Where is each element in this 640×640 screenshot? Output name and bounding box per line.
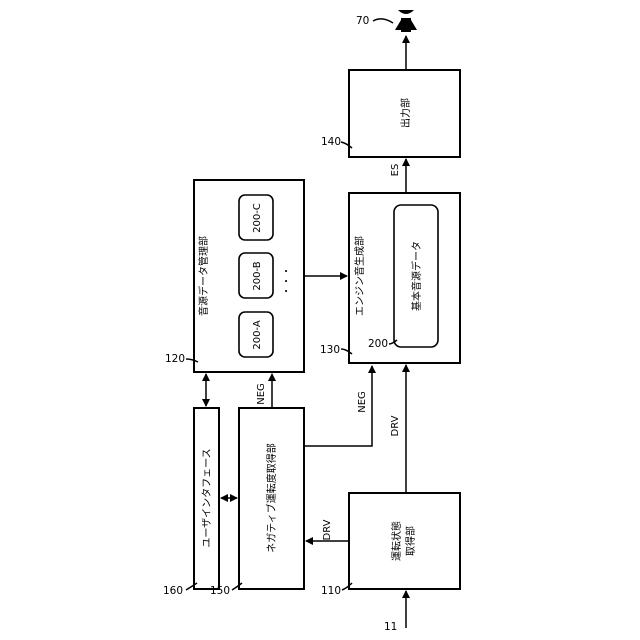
engine-sound-generator-ref: 130 <box>320 344 340 356</box>
sound-data-manager-label: 音源データ管理部 <box>197 236 210 316</box>
sound-items-ellipsis: ・・・ <box>282 266 293 296</box>
speaker-icon <box>395 10 417 32</box>
signal-drv-top-label: DRV <box>390 415 401 436</box>
engine-sound-generator-label: エンジン音生成部 <box>353 236 366 316</box>
negative-driving-acquirer-ref: 150 <box>210 585 230 597</box>
driving-state-acquirer-label-line1: 運転状態 <box>390 521 403 561</box>
driving-state-acquirer-ref: 110 <box>321 585 341 597</box>
sound-item-b-label: 200-B <box>252 261 263 290</box>
signal-es-label: ES <box>390 164 401 177</box>
sound-item-a-label: 200-A <box>252 320 263 349</box>
speaker-leader <box>373 19 393 23</box>
negative-driving-acquirer-label: ネガティブ運転度取得部 <box>265 443 278 552</box>
basic-sound-data-label: 基本音源データ <box>410 241 423 311</box>
user-interface-ref: 160 <box>163 585 183 597</box>
output-unit-label: 出力部 <box>399 98 412 128</box>
sound-data-manager-ref: 120 <box>165 353 185 365</box>
driving-state-acquirer-label-line2: 取得部 <box>404 526 417 556</box>
user-interface-label: ユーザインタフェース <box>201 448 213 547</box>
sound-item-c-label: 200-C <box>252 203 263 233</box>
basic-sound-data-ref: 200 <box>368 338 388 350</box>
speaker-ref: 70 <box>356 15 369 27</box>
signal-neg-left-label: NEG <box>256 383 267 405</box>
output-unit-ref: 140 <box>321 136 341 148</box>
input-ref: 11 <box>384 621 397 633</box>
signal-drv-bottom-label: DRV <box>322 519 333 540</box>
signal-neg-right-label: NEG <box>357 391 368 413</box>
driving-state-acquirer-box <box>349 493 460 589</box>
